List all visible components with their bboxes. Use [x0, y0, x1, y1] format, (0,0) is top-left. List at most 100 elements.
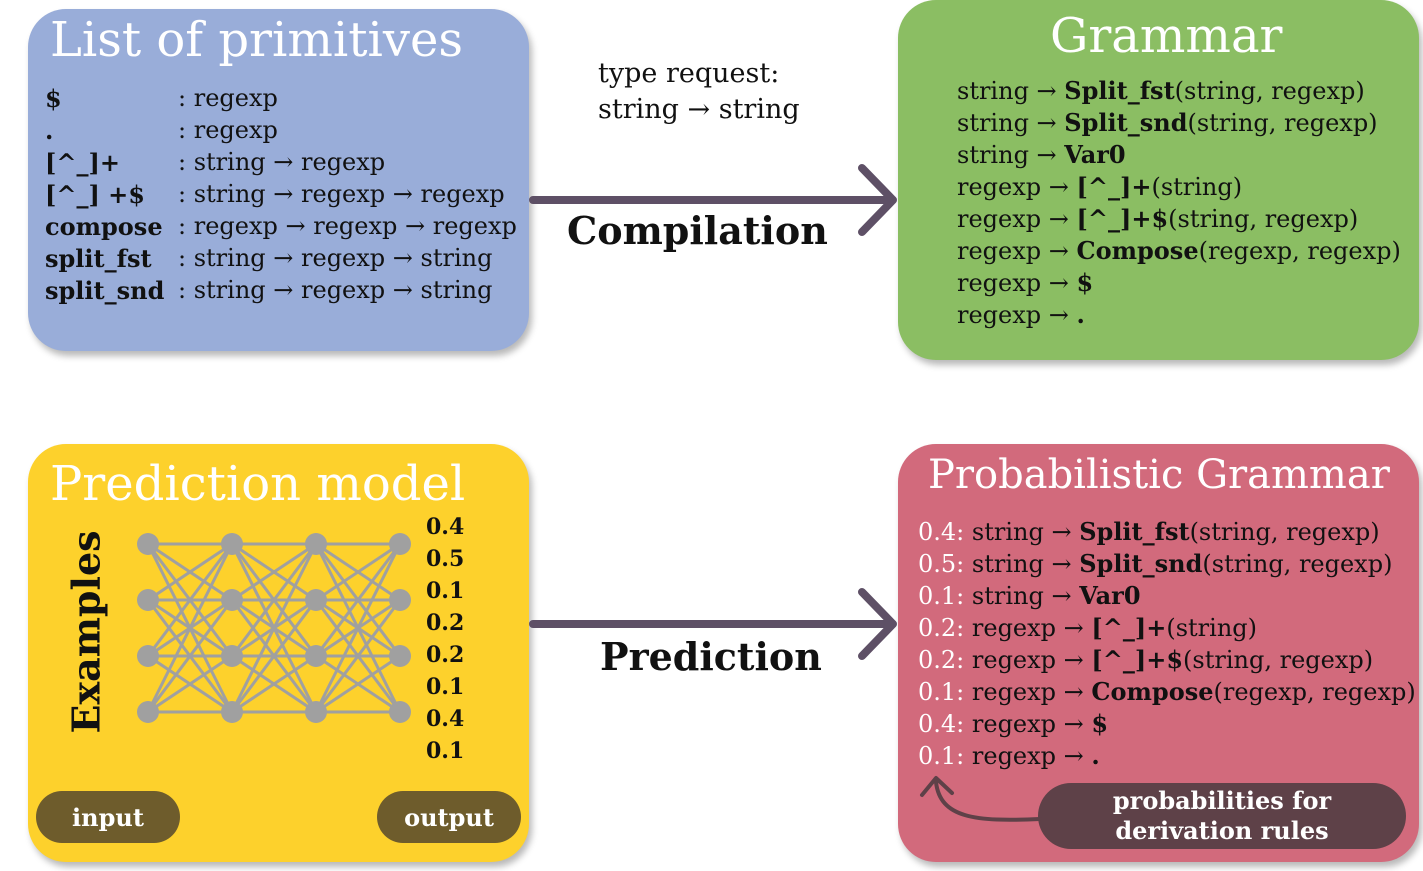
network-edge	[231, 542, 317, 602]
prob-grammar-rule: 0.1: regexp → Compose(regexp, regexp)	[918, 677, 1416, 707]
rule-head: Split_fst	[1079, 517, 1190, 546]
primitive-name: $	[45, 84, 62, 113]
grammar-title: Grammar	[1050, 8, 1283, 64]
network-node	[305, 645, 327, 667]
grammar-rule: regexp → Compose(regexp, regexp)	[957, 236, 1401, 266]
output-value: 0.1	[426, 738, 465, 764]
rule-args: (string)	[1166, 614, 1257, 642]
rule-lhs: string →	[964, 518, 1080, 546]
grammar-rule: string → Split_fst(string, regexp)	[957, 76, 1365, 106]
rule-lhs: string →	[957, 77, 1065, 105]
primitive-name: [^_]+	[45, 148, 120, 177]
network-edge	[147, 654, 233, 714]
network-edge	[314, 599, 402, 713]
primitive-type: : string → regexp → string	[178, 276, 493, 304]
rule-lhs: regexp →	[957, 173, 1077, 201]
rule-probability: 0.5:	[918, 550, 965, 578]
prob-grammar-rule: 0.5: string → Split_snd(string, regexp)	[918, 549, 1392, 579]
prob-grammar-rule: 0.4: regexp → $	[918, 709, 1108, 739]
primitive-type: : string → regexp → regexp	[178, 180, 505, 208]
rule-lhs: regexp →	[957, 237, 1077, 265]
primitive-name: [^_] +$	[45, 180, 145, 209]
rule-lhs: regexp →	[964, 646, 1092, 674]
rule-head: Split_snd	[1064, 108, 1188, 137]
network-node	[221, 645, 243, 667]
primitive-name: compose	[45, 212, 163, 241]
rule-args: (regexp, regexp)	[1213, 678, 1416, 706]
grammar-rule: regexp → .	[957, 300, 1085, 330]
prob-grammar-rule: 0.1: string → Var0	[918, 581, 1141, 611]
rule-probability: 0.1:	[918, 742, 965, 770]
network-node	[389, 533, 411, 555]
probabilities-note: probabilities for derivation rules	[1038, 783, 1406, 849]
network-node	[305, 533, 327, 555]
network-edge	[230, 543, 318, 657]
rule-lhs: regexp →	[957, 205, 1077, 233]
network-node	[305, 701, 327, 723]
output-value: 0.4	[426, 706, 465, 732]
grammar-rule: regexp → [^_]+(string)	[957, 172, 1242, 202]
grammar-rule: string → Split_snd(string, regexp)	[957, 108, 1378, 138]
rule-lhs: regexp →	[957, 301, 1077, 329]
network-node	[137, 645, 159, 667]
rule-args: (string, regexp)	[1183, 646, 1374, 674]
neural-network-icon	[137, 533, 411, 723]
compilation-label: Compilation	[567, 208, 828, 253]
rule-head: .	[1076, 300, 1085, 329]
rule-head: Compose	[1091, 677, 1214, 706]
network-node	[221, 533, 243, 555]
network-edge	[230, 543, 318, 713]
prediction-label: Prediction	[600, 634, 822, 679]
network-node	[137, 589, 159, 611]
network-edge	[230, 599, 318, 713]
primitives-title: List of primitives	[50, 12, 464, 68]
output-pill: output	[377, 791, 521, 843]
rule-lhs: regexp →	[964, 678, 1092, 706]
output-value: 0.5	[426, 546, 465, 572]
primitive-name: split_snd	[45, 276, 165, 305]
rule-lhs: string →	[964, 582, 1080, 610]
network-node	[221, 589, 243, 611]
network-node	[389, 701, 411, 723]
network-edge	[315, 542, 401, 602]
rule-head: Split_fst	[1064, 76, 1175, 105]
rule-head: Var0	[1079, 581, 1141, 610]
prob-grammar-rule: 0.4: string → Split_fst(string, regexp)	[918, 517, 1380, 547]
probabilistic-grammar-title: Probabilistic Grammar	[928, 452, 1390, 498]
type-request-signature: string → string	[598, 94, 800, 125]
primitive-type: : regexp	[178, 116, 278, 144]
rule-head: .	[1091, 741, 1100, 770]
probabilities-note-line1: probabilities for	[1112, 786, 1332, 815]
primitive-name: .	[45, 116, 54, 145]
rule-probability: 0.2:	[918, 614, 965, 642]
network-node	[137, 701, 159, 723]
output-value: 0.2	[426, 610, 465, 636]
probabilities-note-line2: derivation rules	[1115, 816, 1329, 845]
primitive-type: : string → regexp → string	[178, 244, 493, 272]
compilation-arrow	[529, 164, 897, 236]
note-curved-arrow	[920, 776, 1042, 822]
network-edge	[147, 542, 233, 602]
rule-lhs: regexp →	[964, 742, 1092, 770]
rule-args: (string, regexp)	[1168, 205, 1359, 233]
primitive-type: : regexp → regexp → regexp	[178, 212, 517, 240]
rule-head: [^_]+	[1091, 613, 1167, 642]
primitive-type: : regexp	[178, 84, 278, 112]
prediction-arrow	[529, 588, 897, 660]
rule-head: $	[1091, 709, 1109, 738]
rule-args: (string, regexp)	[1202, 550, 1393, 578]
network-edge	[314, 543, 402, 657]
rule-args: (string, regexp)	[1174, 77, 1365, 105]
input-pill: input	[36, 791, 180, 843]
prob-grammar-rule: 0.2: regexp → [^_]+(string)	[918, 613, 1257, 643]
output-value: 0.1	[426, 578, 465, 604]
rule-head: Var0	[1064, 140, 1126, 169]
rule-probability: 0.4:	[918, 710, 965, 738]
rule-head: Split_snd	[1079, 549, 1203, 578]
rule-head: [^_]+$	[1076, 204, 1169, 233]
rule-lhs: regexp →	[964, 614, 1092, 642]
network-edge	[314, 543, 402, 713]
network-edge	[231, 654, 317, 714]
grammar-box	[898, 0, 1419, 360]
